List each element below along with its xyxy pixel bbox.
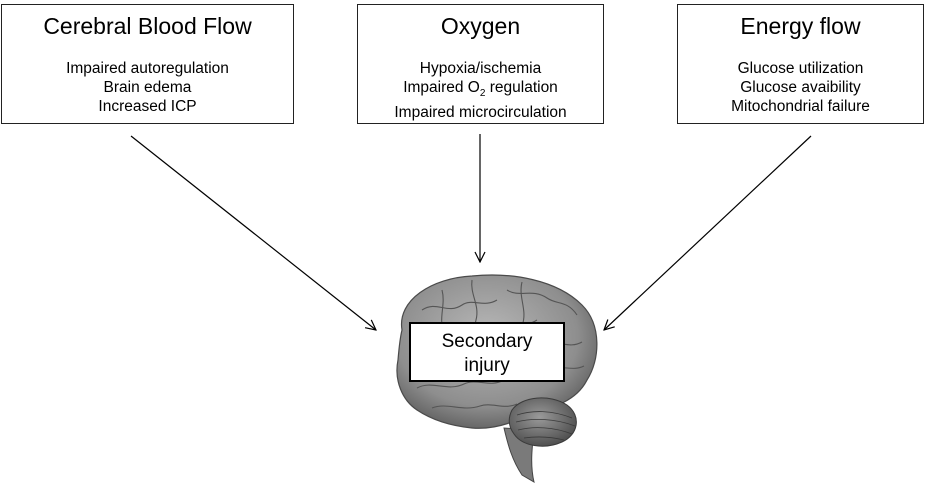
item-hypoxia-ischemia: Hypoxia/ischemia [419,60,542,77]
item-impaired-microcirculation: Impaired microcirculation [394,104,567,122]
item-impaired-o2-prefix: Impaired O [403,79,480,96]
box-title-oxygen: Oxygen [440,13,521,39]
secondary-injury-line1: Secondary [441,331,533,352]
item-impaired-o2-regulation: Impaired O2 regulation [358,78,603,103]
item-glucose-utilization: Glucose utilization [737,60,864,77]
oxygen-box: Oxygen Hypoxia/ischemia Impaired O2 regu… [357,4,604,124]
box-items-cerebral-blood-flow: Impaired autoregulation Brain edema Incr… [2,59,293,116]
item-glucose-avaibility: Glucose avaibility [740,79,861,96]
item-impaired-autoregulation: Impaired autoregulation [66,60,229,77]
arrow-energy-to-injury [604,135,812,330]
item-mitochondrial-failure: Mitochondrial failure [731,98,870,115]
box-title-cerebral-blood-flow: Cerebral Blood Flow [43,13,252,39]
item-brain-edema: Brain edema [103,79,192,96]
item-increased-icp: Increased ICP [98,98,197,115]
secondary-injury-box: Secondary injury [409,322,565,382]
item-impaired-o2-suffix: regulation [485,79,558,96]
cerebral-blood-flow-box: Cerebral Blood Flow Impaired autoregulat… [1,4,294,124]
box-items-oxygen: Hypoxia/ischemia Impaired O2 regulation … [358,59,603,122]
energy-flow-box: Energy flow Glucose utilization Glucose … [677,4,924,124]
box-title-energy-flow: Energy flow [740,13,861,39]
cerebellum [508,397,577,447]
item-o2-subscript: 2 [479,88,486,100]
box-items-energy-flow: Glucose utilization Glucose avaibility M… [678,59,923,116]
secondary-injury-line2: injury [464,355,510,376]
arrow-cbf-to-injury [130,135,376,330]
cerebellum-folia [515,411,576,441]
